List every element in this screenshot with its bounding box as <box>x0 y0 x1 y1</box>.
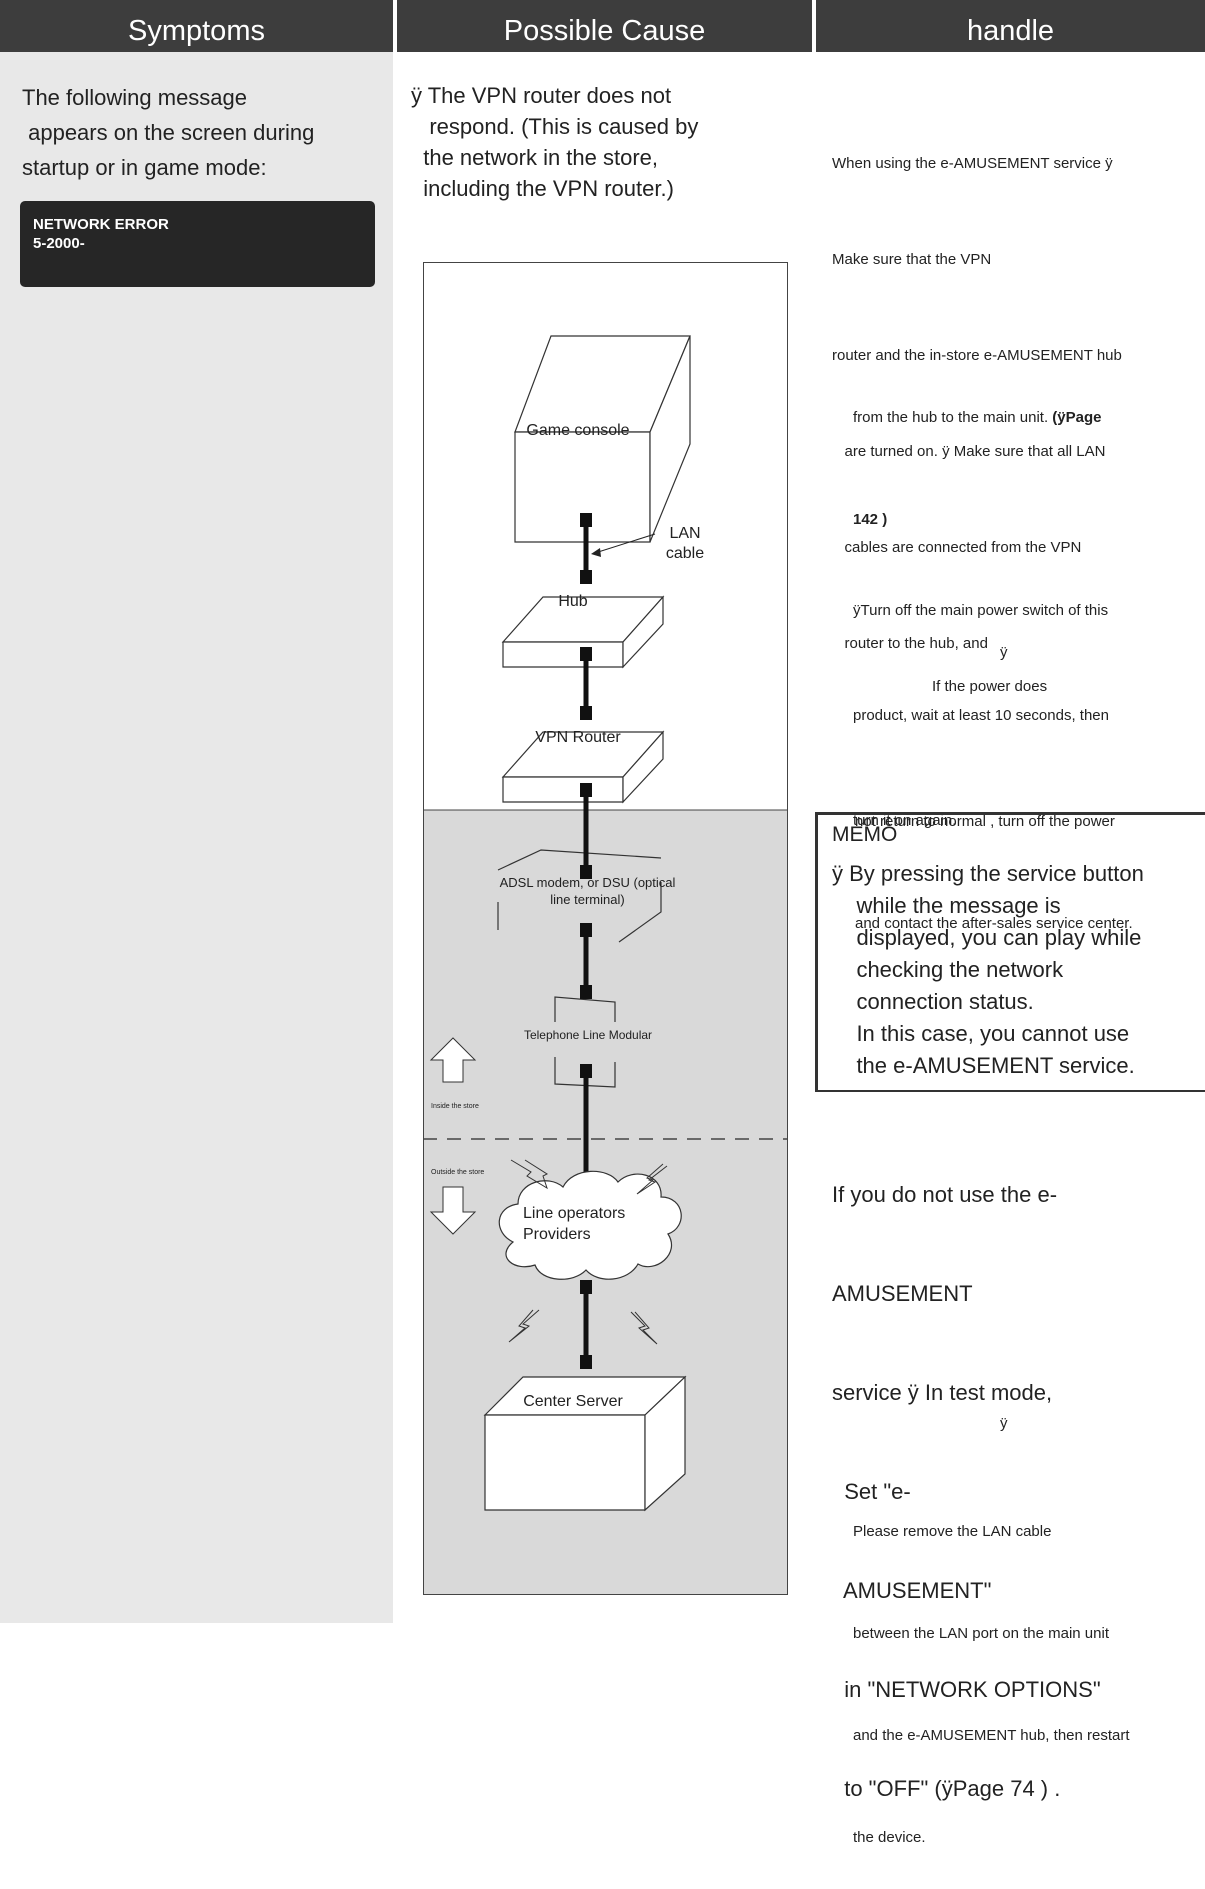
center-server-label: Center Server <box>523 1393 623 1410</box>
hub-shape <box>501 595 665 669</box>
handle-line: and contact the after-sales service cent… <box>855 915 1133 932</box>
modem-shape <box>497 849 662 943</box>
handle-line: Please remove the LAN cable <box>853 1523 1052 1540</box>
alt-line: AMUSEMENT" <box>832 1578 992 1603</box>
symptom-line: startup or in game mode: <box>22 155 267 180</box>
symptom-line: appears on the screen during <box>22 120 315 145</box>
handle-line: cables are connected from the VPN <box>832 539 1082 556</box>
memo-line: ÿ By pressing the service button <box>832 861 1144 886</box>
handle-line: between the LAN port on the main unit <box>853 1625 1109 1642</box>
error-message-box: NETWORK ERROR 5-2000- <box>20 201 375 287</box>
handle-line: router to the hub, and <box>832 635 988 652</box>
handle-line: and the e-AMUSEMENT hub, then restart <box>853 1727 1130 1744</box>
handle-line: turn it on again. <box>853 812 957 829</box>
alt-line: Set "e- <box>832 1479 911 1504</box>
arrow-down-glyph: ÿ <box>1000 1415 1008 1432</box>
handle-line: Make sure that the VPN <box>832 251 992 268</box>
cause-description: ÿ The VPN router does not respond. (This… <box>411 80 791 204</box>
lan-pointer-line <box>594 533 656 554</box>
cause-line: including the VPN router.) <box>411 176 674 201</box>
arrow-down-glyph: ÿ <box>1000 644 1008 661</box>
handle-paragraph-6: Please remove the LAN cable between the … <box>853 1447 1130 1889</box>
game-console-shape <box>514 335 691 543</box>
symptoms-column <box>0 52 393 1623</box>
lan-cable-label: LAN cable <box>665 525 705 562</box>
cause-line: respond. (This is caused by <box>411 114 699 139</box>
memo-line: connection status. <box>832 989 1034 1014</box>
memo-title: MEMO <box>832 823 898 846</box>
memo-line: displayed, you can play while <box>832 925 1142 950</box>
game-console-label: Game console <box>526 422 630 439</box>
handle-line: ÿTurn off the main power switch of this <box>853 602 1109 619</box>
cause-line: the network in the store, <box>411 145 659 170</box>
handle-line: product, wait at least 10 seconds, then <box>853 707 1109 724</box>
handle-line: not return to normal , turn off the powe… <box>855 813 1115 830</box>
header-possible-cause: Possible Cause <box>397 0 812 52</box>
cause-line: ÿ The VPN router does not <box>411 83 672 108</box>
inside-arrow-icon <box>429 1037 477 1083</box>
memo-line: while the message is <box>832 893 1061 918</box>
providers-label: Line operators Providers <box>523 1205 626 1243</box>
handle-paragraph-1: When using the e-AMUSEMENT service ÿ Mak… <box>832 84 1122 692</box>
alt-line: service ÿ In test mode, <box>832 1380 1053 1405</box>
signal-bolt-icons <box>508 1159 668 1345</box>
symptom-description: The following message appears on the scr… <box>22 80 382 185</box>
handle-paragraph-5: not return to normal , turn off the powe… <box>855 737 1133 975</box>
handle-line: router and the in-store e-AMUSEMENT hub <box>832 347 1122 364</box>
center-server-shape <box>483 1375 687 1512</box>
providers-cloud-shape <box>498 1170 682 1280</box>
header-symptoms: Symptoms <box>0 0 393 52</box>
hub-label: Hub <box>558 593 588 610</box>
handle-line: from the hub to the main unit. <box>853 409 1053 426</box>
lan-pointer-arrowhead <box>591 548 601 557</box>
handle-line: the device. <box>853 1829 926 1846</box>
handle-paragraph-3: ÿTurn off the main power switch of this … <box>853 523 1109 873</box>
vpn-router-shape <box>501 730 665 804</box>
vpn-router-label: VPN Router <box>535 729 621 746</box>
error-code: 5-2000- <box>33 235 85 252</box>
handle-line: If the power does <box>932 678 1048 695</box>
page-reference: 142 ) <box>853 511 888 528</box>
error-title: NETWORK ERROR <box>33 216 169 233</box>
header-handle: handle <box>816 0 1205 52</box>
network-diagram-svg <box>423 262 788 1595</box>
inside-store-label: Inside the store <box>431 1103 479 1110</box>
handle-line: are turned on. ÿ Make sure that all LAN <box>832 443 1106 460</box>
handle-line: When using the e-AMUSEMENT service ÿ <box>832 155 1113 172</box>
memo-box: MEMO ÿ By pressing the service button wh… <box>815 812 1205 1092</box>
memo-line: checking the network <box>832 957 1064 982</box>
alt-line: AMUSEMENT <box>832 1281 973 1306</box>
network-diagram: Game console LAN cable Hub VPN Router AD… <box>423 262 788 1595</box>
page-reference: (ÿPage <box>1052 409 1102 426</box>
cable-connectors <box>580 513 592 1369</box>
outside-store-label: Outside the store <box>431 1169 485 1176</box>
modular-label: Telephone Line Modular <box>523 1028 653 1042</box>
handle-paragraph-2: from the hub to the main unit. (ÿPage 14… <box>853 333 1101 571</box>
symptom-line: The following message <box>22 85 248 110</box>
memo-line: In this case, you cannot use <box>832 1021 1130 1046</box>
outside-arrow-icon <box>429 1186 477 1235</box>
memo-line: the e-AMUSEMENT service. <box>832 1053 1135 1078</box>
modem-label: ADSL modem, or DSU (optical line termina… <box>499 875 676 907</box>
alt-line: If you do not use the e- <box>832 1182 1058 1207</box>
